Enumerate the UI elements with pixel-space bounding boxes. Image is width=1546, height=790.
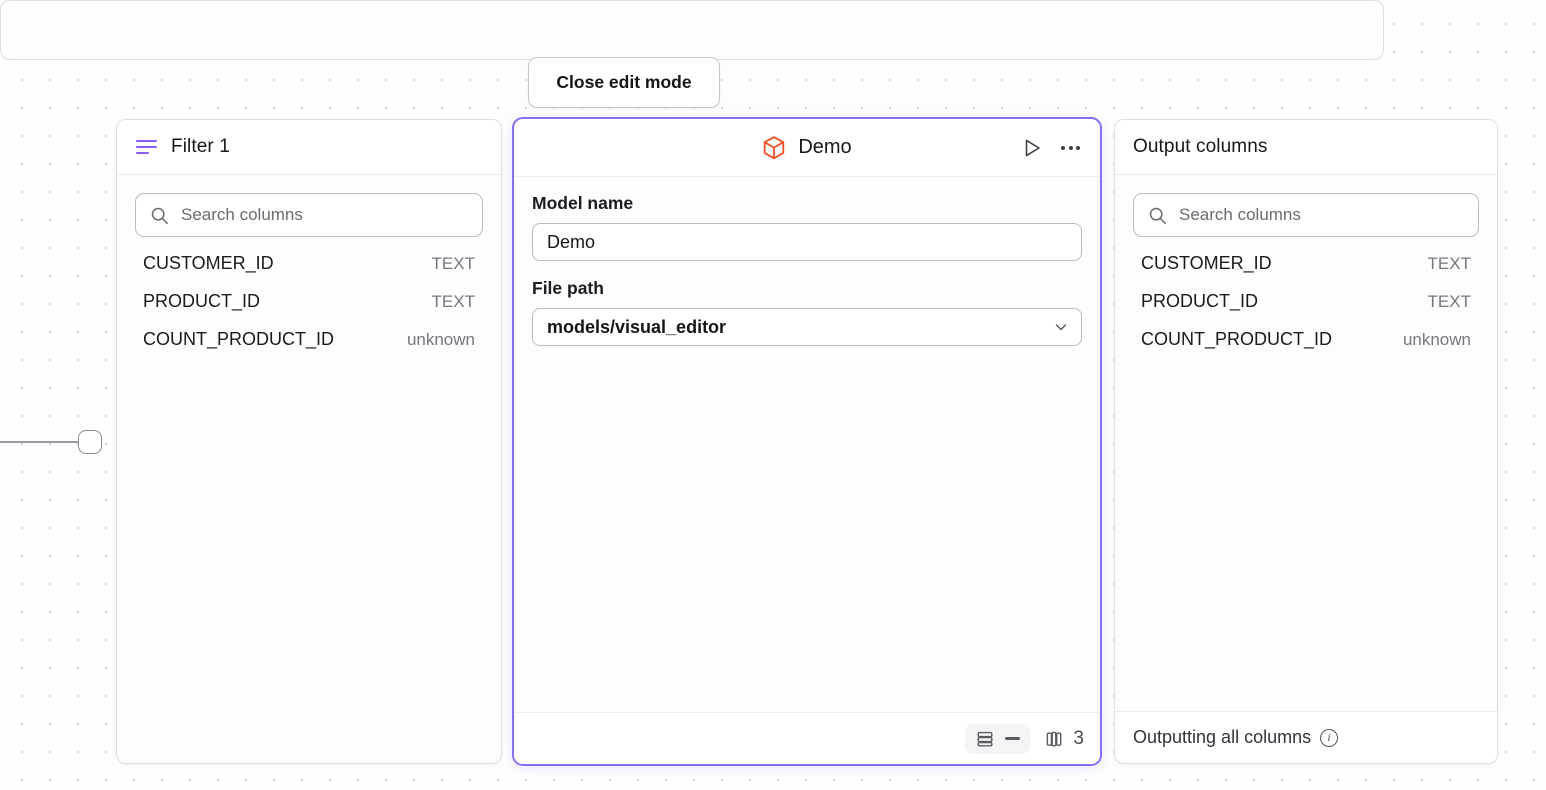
output-panel-body: Search columns CUSTOMER_ID TEXT PRODUCT_…: [1115, 175, 1497, 711]
filter-panel-body: Search columns CUSTOMER_ID TEXT PRODUCT_…: [117, 175, 501, 763]
table-row[interactable]: PRODUCT_ID TEXT: [135, 291, 483, 329]
cube-icon: [764, 135, 785, 159]
column-name: CUSTOMER_ID: [143, 253, 274, 273]
file-path-select[interactable]: models/visual_editor: [532, 308, 1082, 346]
output-panel-title: Output columns: [1133, 136, 1268, 157]
table-row[interactable]: COUNT_PRODUCT_ID unknown: [135, 329, 483, 367]
close-edit-mode-button[interactable]: Close edit mode: [528, 57, 720, 108]
file-path-value: models/visual_editor: [547, 316, 727, 337]
filter-icon: [135, 139, 157, 155]
column-name: CUSTOMER_ID: [1141, 253, 1272, 273]
demo-panel-body: Model name Demo File path models/visual_…: [514, 177, 1100, 712]
search-icon: [1149, 207, 1166, 224]
output-panel-header: Output columns: [1115, 120, 1497, 175]
column-type: TEXT: [431, 254, 475, 273]
rows-icon: [977, 731, 993, 747]
row-count-group[interactable]: [965, 723, 1031, 754]
row-count-value: [1005, 737, 1021, 740]
file-path-label: File path: [532, 278, 604, 298]
column-count-group[interactable]: 3: [1044, 728, 1084, 750]
more-options-icon[interactable]: [1059, 140, 1082, 156]
column-type: TEXT: [431, 292, 475, 311]
table-row[interactable]: PRODUCT_ID TEXT: [1133, 291, 1479, 329]
table-row[interactable]: COUNT_PRODUCT_ID unknown: [1133, 329, 1479, 367]
table-row[interactable]: CUSTOMER_ID TEXT: [1133, 253, 1479, 291]
bottom-partial-panel[interactable]: [0, 0, 1384, 60]
demo-model-panel[interactable]: Demo Model name Demo File path models/vi…: [512, 117, 1102, 766]
filter-panel-title: Filter 1: [171, 136, 230, 157]
chevron-down-icon: [1055, 324, 1067, 331]
info-icon[interactable]: i: [1320, 728, 1339, 747]
column-name: PRODUCT_ID: [1141, 291, 1259, 311]
column-name: COUNT_PRODUCT_ID: [1141, 329, 1333, 349]
filter-node-panel[interactable]: Filter 1 Search columns CUSTOMER_ID TEXT…: [116, 119, 502, 764]
incoming-edge: [0, 428, 118, 456]
column-name: COUNT_PRODUCT_ID: [143, 329, 335, 349]
output-search-input[interactable]: Search columns: [1133, 193, 1479, 237]
output-columns-panel[interactable]: Output columns Search columns CUSTOMER_I…: [1114, 119, 1498, 764]
column-type: unknown: [406, 330, 475, 349]
outputting-all-columns-label: Outputting all columns: [1133, 727, 1312, 747]
connection-handle[interactable]: [78, 430, 102, 454]
output-column-list: CUSTOMER_ID TEXT PRODUCT_ID TEXT COUNT_P…: [1133, 237, 1479, 367]
demo-panel-header: Demo: [514, 119, 1100, 177]
column-type: TEXT: [1427, 254, 1471, 273]
column-type: unknown: [1402, 330, 1471, 349]
search-icon: [151, 207, 168, 224]
play-icon[interactable]: [1021, 137, 1043, 159]
column-type: TEXT: [1427, 292, 1471, 311]
output-panel-footer: Outputting all columns i: [1115, 711, 1497, 763]
demo-panel-footer: 3: [514, 712, 1100, 764]
filter-search-placeholder: Search columns: [181, 205, 303, 224]
model-name-label: Model name: [532, 193, 634, 213]
output-search-placeholder: Search columns: [1179, 205, 1301, 224]
columns-icon: [1047, 731, 1062, 746]
filter-panel-header: Filter 1: [117, 120, 501, 175]
demo-panel-title: Demo: [798, 136, 852, 158]
column-name: PRODUCT_ID: [143, 291, 261, 311]
table-row[interactable]: CUSTOMER_ID TEXT: [135, 253, 483, 291]
filter-search-input[interactable]: Search columns: [135, 193, 483, 237]
edge-line: [0, 441, 82, 443]
filter-column-list: CUSTOMER_ID TEXT PRODUCT_ID TEXT COUNT_P…: [135, 237, 483, 367]
model-name-field[interactable]: Demo: [532, 223, 1082, 261]
column-count-value: 3: [1073, 727, 1084, 749]
